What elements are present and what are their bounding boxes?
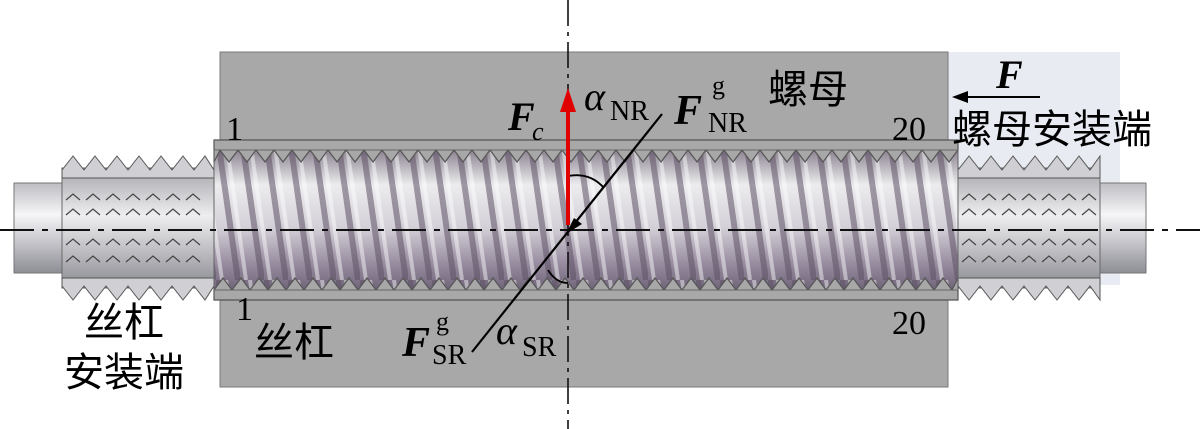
thread-tooth [1061, 208, 1077, 216]
thread-tooth [1041, 193, 1057, 201]
thread-tooth [165, 238, 181, 246]
thread-tooth [105, 208, 121, 216]
screw-left-thread [61, 155, 215, 301]
contact-line-arrowhead [566, 218, 582, 234]
alpha-nr-subscript: NR [610, 96, 649, 127]
thread-tooth [1061, 193, 1077, 201]
alpha-sr-arc [547, 269, 569, 284]
thread-tooth [145, 238, 161, 246]
alpha-nr-arc [567, 174, 605, 189]
thread-tooth [65, 208, 81, 216]
alpha-sr-symbol: α [496, 308, 518, 353]
thread-tooth [185, 238, 201, 246]
thread-tooth [145, 208, 161, 216]
nut-roller-force-superscript: g [712, 71, 725, 100]
contact-force-subscript: c [532, 117, 544, 146]
screw-thread-central [213, 139, 959, 301]
thread-tooth [1021, 193, 1037, 201]
screw-roller-force-superscript: g [436, 307, 449, 336]
thread-tooth [961, 255, 977, 263]
thread-tooth [185, 193, 201, 201]
thread-tooth [185, 208, 201, 216]
thread-tooth [105, 255, 121, 263]
screw-roller-force-subscript: SR [432, 340, 467, 371]
thread-tooth [1041, 208, 1057, 216]
thread-tooth [85, 208, 101, 216]
thread-tooth [1001, 193, 1017, 201]
thread-tooth [981, 208, 997, 216]
thread-tooth [105, 238, 121, 246]
thread-tooth [145, 193, 161, 201]
thread-tooth [981, 238, 997, 246]
thread-tooth [1081, 238, 1097, 246]
screw-right-thread [957, 154, 1101, 302]
thread-tooth [1081, 255, 1097, 263]
screw-label: 丝杠 [254, 320, 334, 365]
thread-tooth [981, 255, 997, 263]
thread-tooth [1021, 238, 1037, 246]
nut-roller-force-label: F [673, 88, 702, 134]
thread-tooth [125, 238, 141, 246]
nut-roller-force-subscript: NR [708, 108, 747, 139]
thread-tooth [1061, 255, 1077, 263]
alpha-sr-subscript: SR [522, 332, 557, 363]
axial-force-arrow [952, 91, 1040, 103]
thread-tooth [85, 255, 101, 263]
thread-tooth [125, 208, 141, 216]
thread-tooth [125, 193, 141, 201]
index-end-bottom: 20 [892, 305, 926, 342]
screw-left-shaft [13, 182, 65, 274]
axial-force-label: F [995, 52, 1023, 97]
screw-right-shaft [1097, 182, 1147, 274]
thread-tooth [85, 193, 101, 201]
thread-tooth [125, 255, 141, 263]
thread-tooth [1081, 193, 1097, 201]
thread-tooth [961, 208, 977, 216]
nut-label: 螺母 [768, 67, 848, 112]
index-end-top: 20 [892, 111, 926, 148]
thread-tooth [1081, 208, 1097, 216]
thread-tooth [145, 255, 161, 263]
thread-tooth [1041, 238, 1057, 246]
thread-tooth [1001, 208, 1017, 216]
thread-tooth [165, 255, 181, 263]
thread-tooth [85, 238, 101, 246]
contact-force-arrow [560, 88, 576, 225]
thread-tooth [185, 255, 201, 263]
thread-tooth [65, 255, 81, 263]
thread-tooth [165, 208, 181, 216]
thread-tooth [1021, 208, 1037, 216]
contact-force-label: F [507, 94, 535, 139]
thread-tooth [65, 193, 81, 201]
index-start-top: 1 [226, 111, 243, 148]
screw-roller-force-label: F [401, 320, 430, 366]
thread-tooth [961, 238, 977, 246]
thread-tooth [105, 193, 121, 201]
thread-tooth [1061, 238, 1077, 246]
thread-tooth [1021, 255, 1037, 263]
thread-tooth [1041, 255, 1057, 263]
screw-mount-end-label-line1: 丝杠 [84, 300, 164, 345]
thread-tooth [65, 238, 81, 246]
thread-tooth [1001, 255, 1017, 263]
thread-tooth [981, 193, 997, 201]
thread-tooth [165, 193, 181, 201]
alpha-nr-symbol: α [584, 74, 606, 119]
index-start-bottom: 1 [236, 291, 253, 328]
thread-tooth [1001, 238, 1017, 246]
thread-tooth [961, 193, 977, 201]
nut-mount-end-label: 螺母安装端 [952, 107, 1152, 152]
screw-mount-end-label-line2: 安装端 [64, 350, 184, 395]
